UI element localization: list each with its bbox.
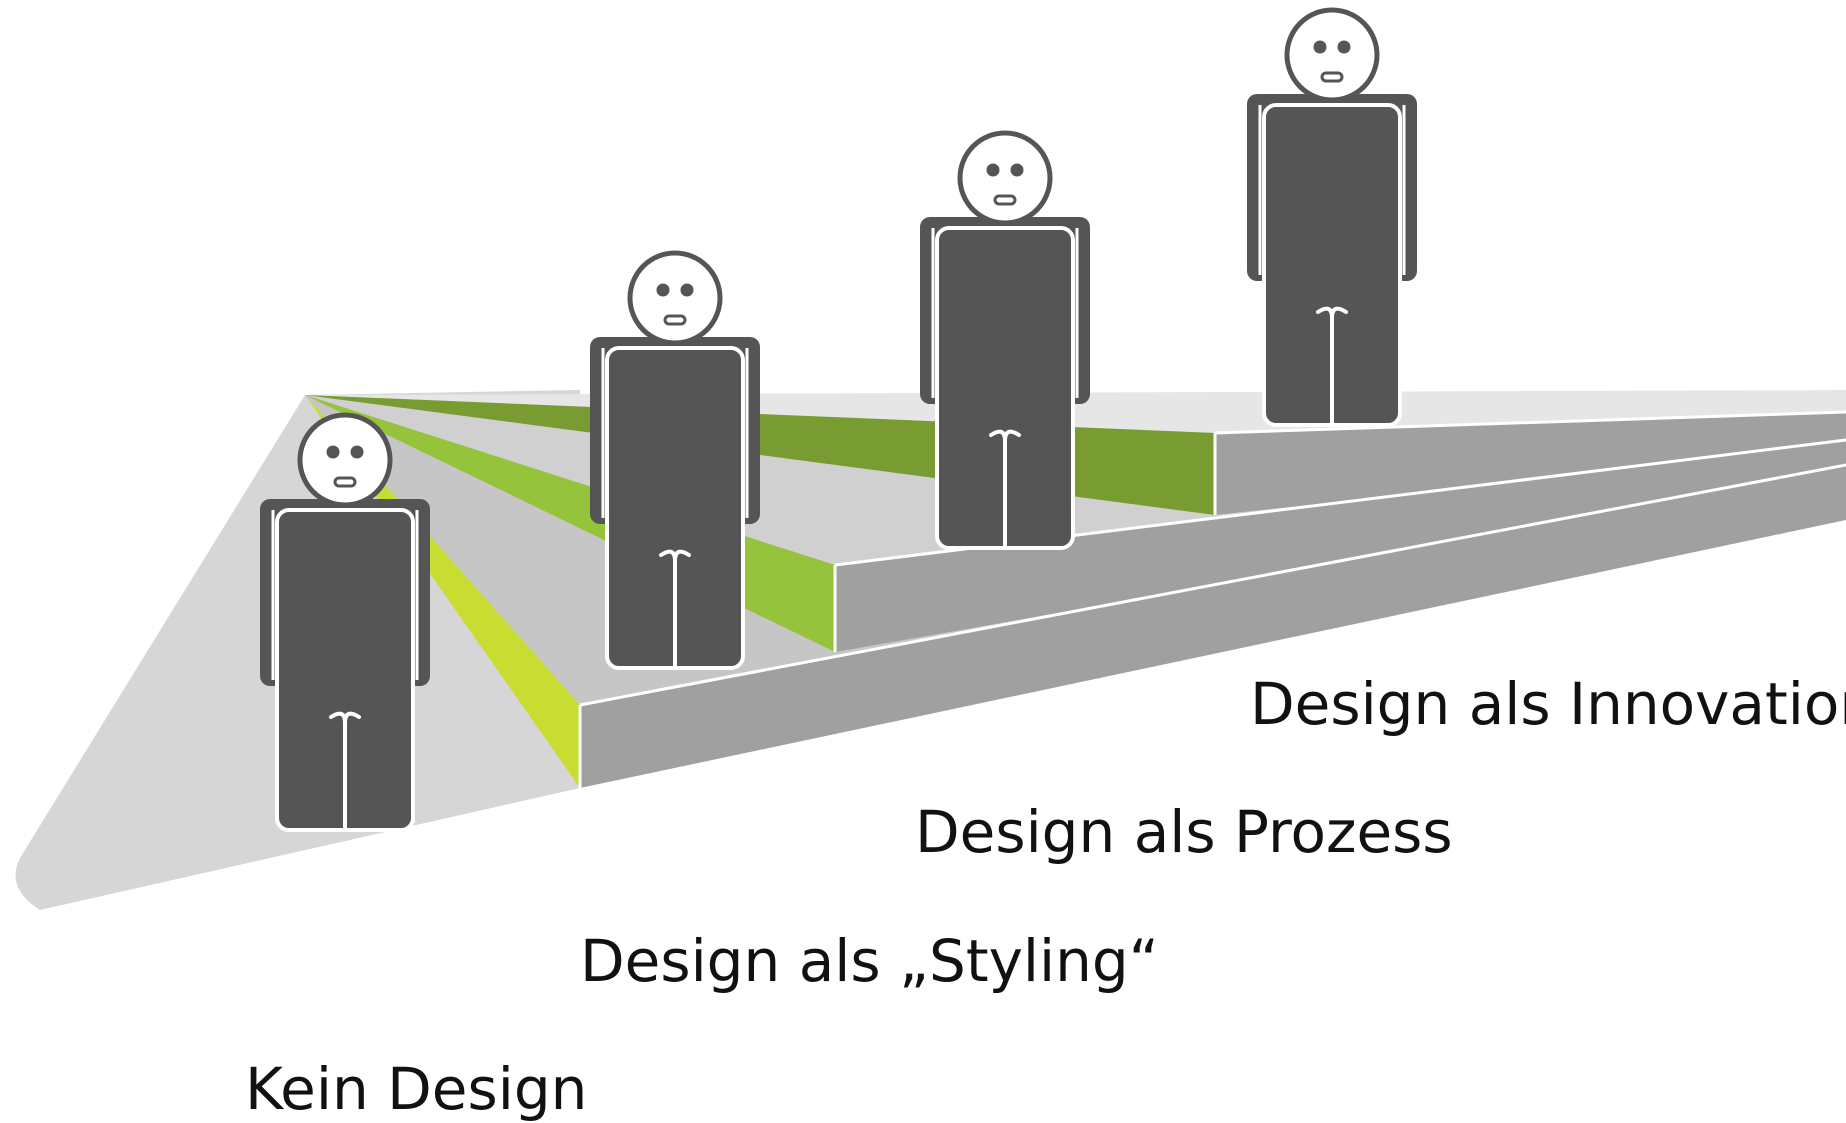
step-2-front: [835, 440, 1846, 652]
person-figure-icon: [1247, 10, 1417, 425]
person-figure-icon: [590, 253, 760, 668]
step-1-front: [580, 465, 1846, 788]
person-figure-icon: [920, 133, 1090, 548]
step-edge-lines-3: [1214, 410, 1846, 435]
level-label-innovation: Design als Innovation: [1250, 670, 1846, 738]
level-label-kein-design: Kein Design: [245, 1055, 588, 1123]
step-edge-lines: [579, 463, 1846, 707]
level-label-prozess: Design als Prozess: [915, 798, 1453, 866]
level-label-styling: Design als „Styling“: [580, 927, 1159, 995]
step-3-front: [1215, 412, 1846, 515]
